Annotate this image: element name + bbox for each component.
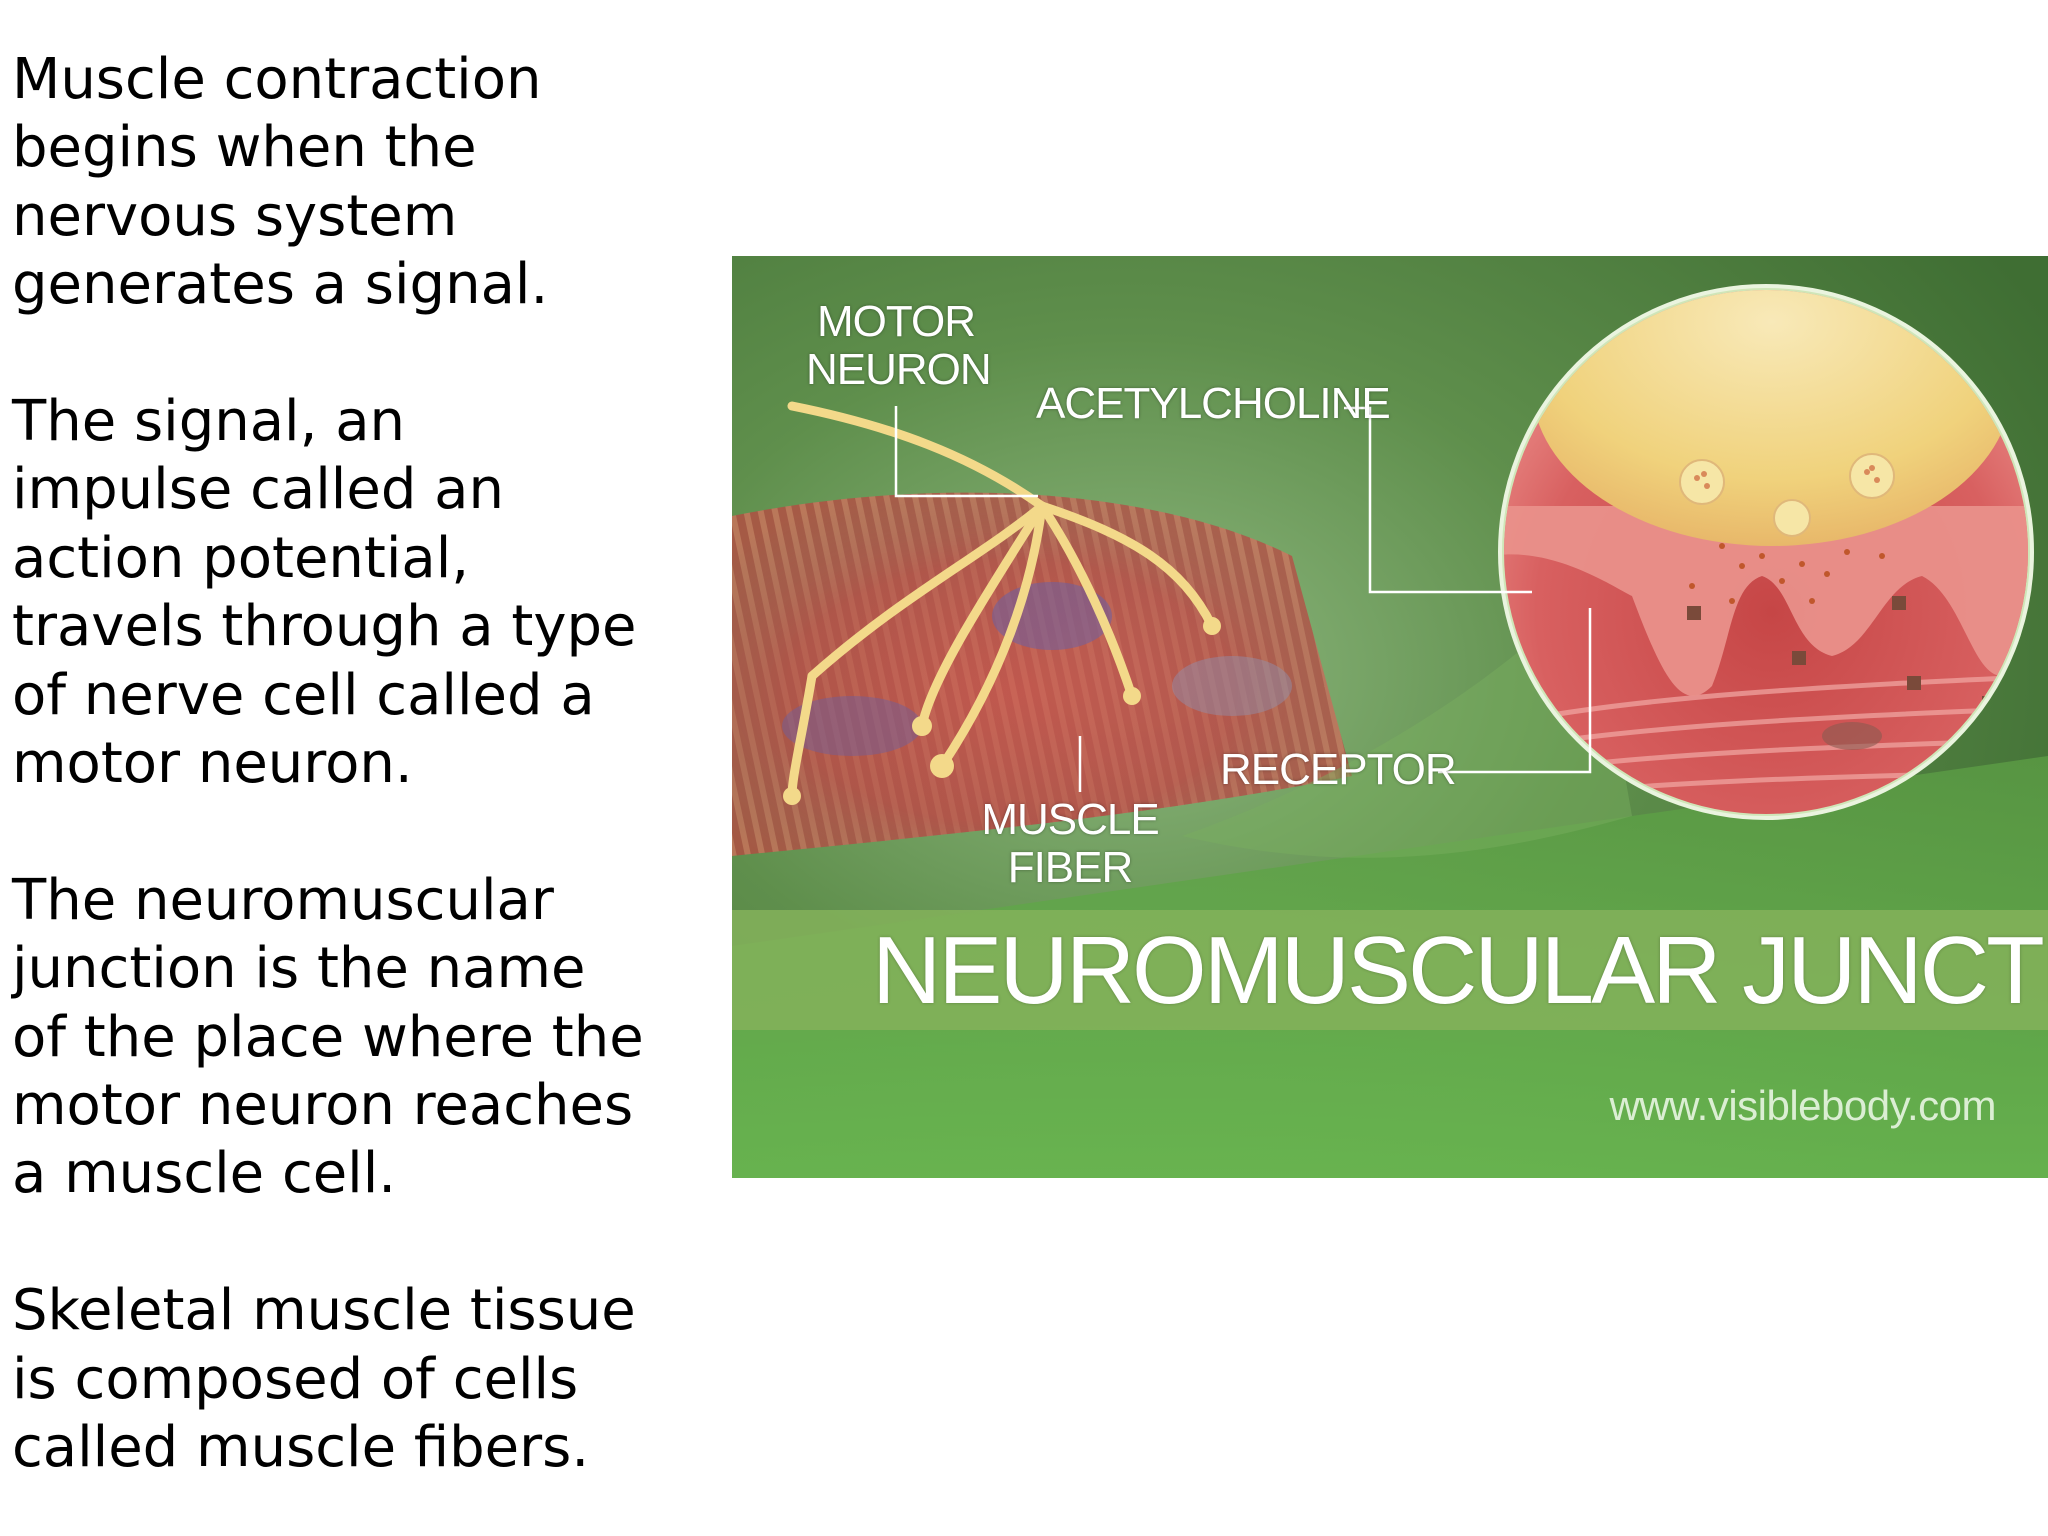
figure-title: NEUROMUSCULAR JUNCTION xyxy=(872,917,2048,1024)
paragraph-neuromuscular-junction: The neuromuscular junction is the name o… xyxy=(12,867,644,1207)
paragraph-muscle-contraction: Muscle contraction begins when the nervo… xyxy=(12,47,549,318)
motor-neuron-branches xyxy=(787,401,1217,801)
label-motor-neuron: MOTOR NEURON xyxy=(806,297,992,394)
text-column: Muscle contraction begins when the nervo… xyxy=(12,46,712,1482)
nerve-endings xyxy=(783,617,1221,805)
source-credit: www.visiblebody.com xyxy=(1609,1082,1996,1129)
illustration-artwork xyxy=(732,256,2048,1178)
neuromuscular-junction-illustration: MOTOR NEURON ACETYLCHOLINE RECEPTOR MUSC… xyxy=(732,256,2048,1178)
title-banner xyxy=(732,910,2048,1030)
paragraph-action-potential: The signal, an impulse called an action … xyxy=(12,389,637,797)
paragraph-skeletal-muscle: Skeletal muscle tissue is composed of ce… xyxy=(12,1278,636,1481)
label-muscle-fiber: MUSCLE FIBER xyxy=(981,795,1159,892)
label-leader-lines xyxy=(894,406,1592,792)
label-receptor: RECEPTOR xyxy=(1220,745,1457,794)
muscle-fiber-tissue xyxy=(732,492,1352,856)
label-acetylcholine: ACETYLCHOLINE xyxy=(1036,379,1391,428)
